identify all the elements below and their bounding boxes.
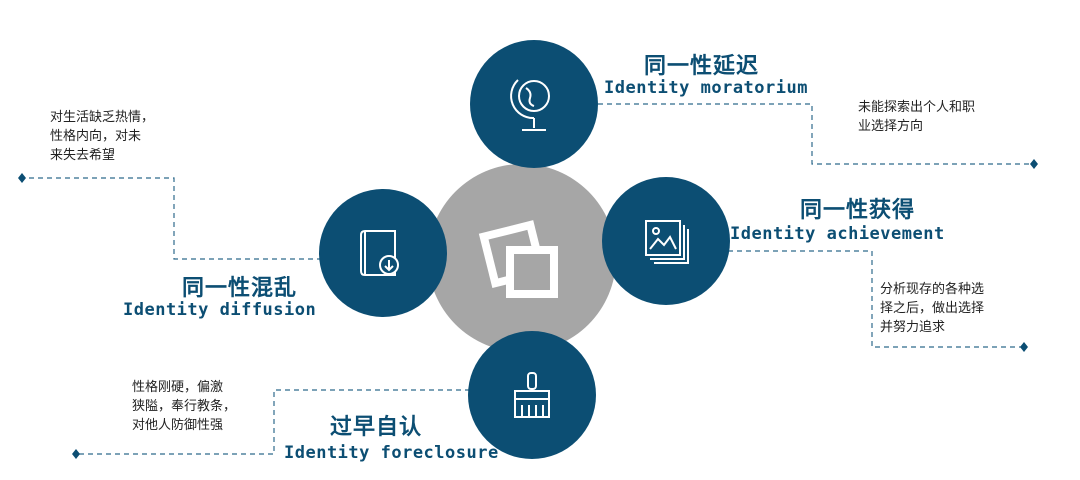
book-download-icon xyxy=(360,230,399,276)
desc-diffusion: 对生活缺乏热情， 性格内向，对未 来失去希望 xyxy=(50,110,155,163)
title-en-achievement: Identity achievement xyxy=(730,224,945,244)
connector-foreclosure xyxy=(76,389,470,455)
desc-achievement: 分析现存的各种选 择之后，做出选择 并努力追求 xyxy=(880,282,985,335)
title-cn-diffusion: 同一性混乱 xyxy=(182,276,298,301)
node-moratorium xyxy=(470,40,598,168)
connector-moratorium xyxy=(598,103,1034,165)
title-en-foreclosure: Identity foreclosure xyxy=(284,443,499,463)
node-diffusion xyxy=(319,189,447,317)
title-en-diffusion: Identity diffusion xyxy=(123,300,317,320)
image-stack-icon xyxy=(645,220,689,264)
title-cn-moratorium: 同一性延迟 xyxy=(644,54,760,79)
globe-icon xyxy=(510,79,550,131)
node-achievement xyxy=(602,177,730,305)
title-cn-achievement: 同一性获得 xyxy=(800,198,916,223)
diamond-foreclosure xyxy=(72,449,80,459)
title-cn-foreclosure: 过早自认 xyxy=(330,415,423,440)
title-en-moratorium: Identity moratorium xyxy=(604,78,808,98)
connector-achievement xyxy=(728,250,1024,348)
diamond-moratorium xyxy=(1030,159,1038,169)
connector-diffusion xyxy=(22,177,322,260)
desc-foreclosure: 性格刚硬，偏激 狭隘，奉行教条， 对他人防御性强 xyxy=(132,380,237,433)
diamond-achievement xyxy=(1020,342,1028,352)
desc-moratorium: 未能探索出个人和职 业选择方向 xyxy=(858,100,976,134)
diamond-diffusion xyxy=(18,173,26,183)
photos-icon xyxy=(478,220,558,298)
brush-icon xyxy=(514,372,550,418)
node-foreclosure xyxy=(468,331,596,459)
center-circle xyxy=(428,164,616,352)
